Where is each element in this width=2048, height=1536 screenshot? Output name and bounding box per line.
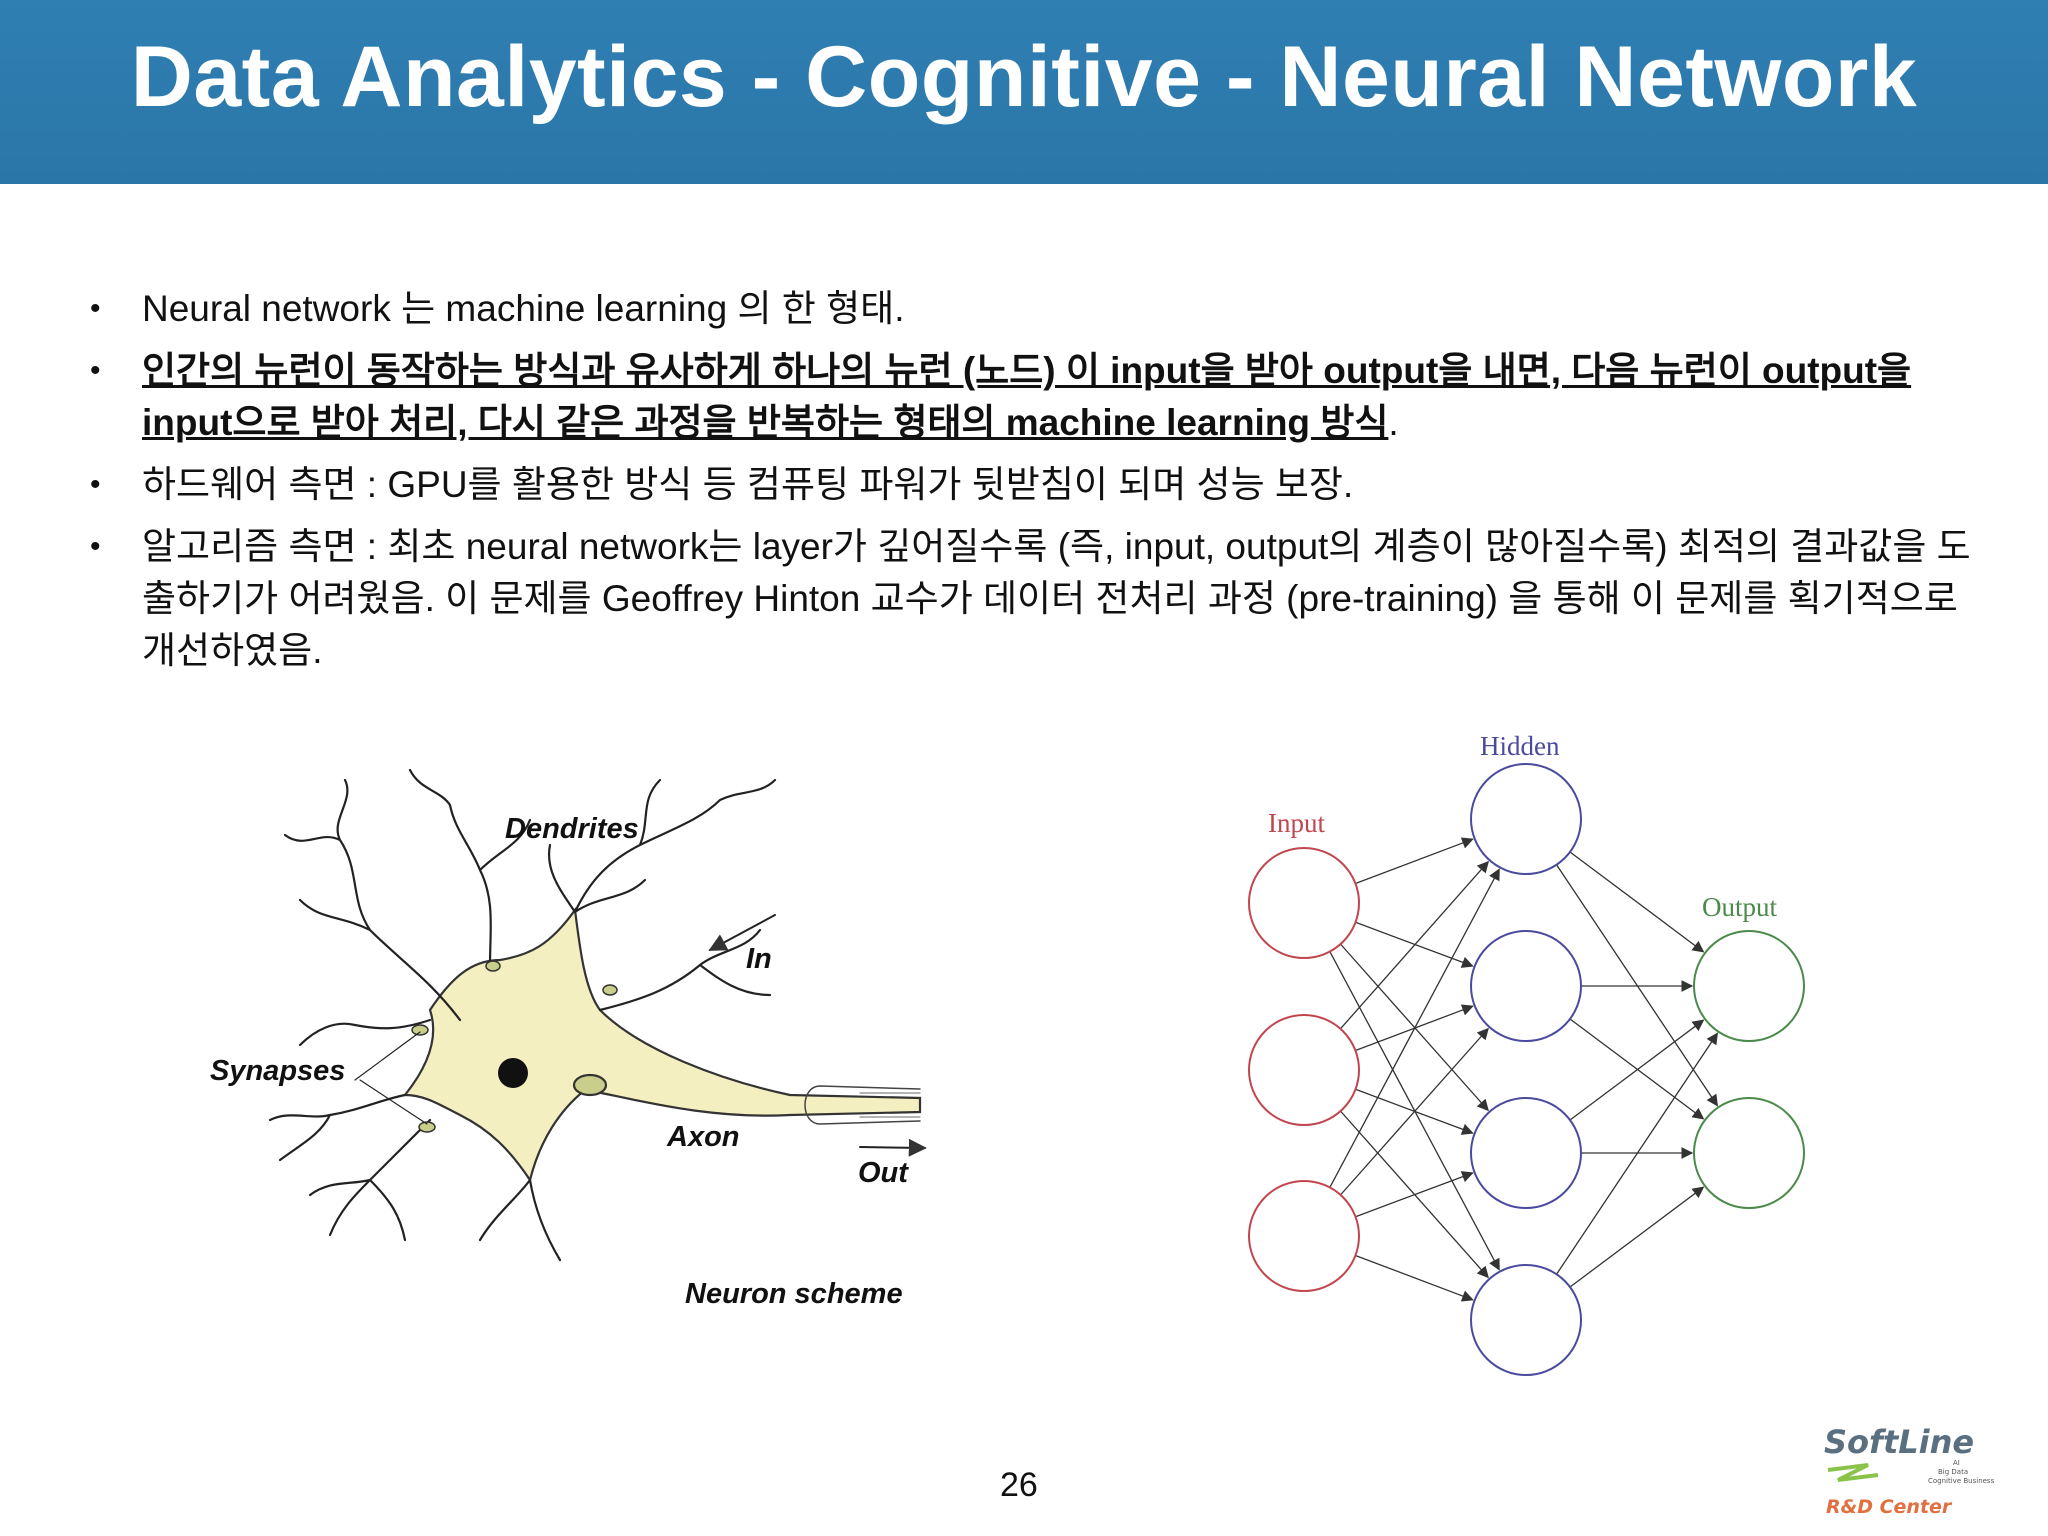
nucleus bbox=[498, 1058, 528, 1088]
bullet-marker: • bbox=[90, 354, 101, 387]
network-connection bbox=[1339, 860, 1490, 1030]
network-connection bbox=[1569, 1018, 1705, 1120]
network-connection bbox=[1340, 943, 1489, 1112]
neuron-diagram bbox=[268, 768, 927, 1262]
softline-logo: SoftLine AI Big Data Cognitive Business … bbox=[1824, 1423, 1995, 1518]
figures: Dendrites In Synapses Axon Out Neuron sc… bbox=[210, 731, 1805, 1376]
bullet-item: • 알고리즘 측면 : 최초 neural network는 layer가 깊어… bbox=[90, 521, 1990, 677]
hidden-node bbox=[1470, 1097, 1582, 1209]
network-connection bbox=[1555, 864, 1718, 1107]
page-number: 26 bbox=[1000, 1466, 1038, 1504]
logo-center: R&D Center bbox=[1826, 1496, 1953, 1518]
cell-body bbox=[402, 907, 922, 1183]
network-connection bbox=[1555, 1032, 1718, 1275]
network-connection bbox=[1355, 1254, 1474, 1302]
neuron-caption: Neuron scheme bbox=[685, 1278, 903, 1310]
out-arrow bbox=[859, 1138, 927, 1157]
hidden-layer-label: Hidden bbox=[1480, 731, 1560, 761]
bullet-marker: • bbox=[90, 530, 101, 563]
bullet-marker: • bbox=[90, 468, 101, 501]
output-layer-label: Output bbox=[1702, 892, 1778, 922]
bullet-item: • 인간의 뉴런이 동작하는 방식과 유사하게 하나의 뉴런 (노드) 이 in… bbox=[90, 345, 1990, 449]
bullet-text: 하드웨어 측면 : GPU를 활용한 방식 등 컴퓨팅 파워가 뒷받침이 되며 … bbox=[142, 464, 1354, 505]
input-node bbox=[1248, 847, 1360, 959]
bullet-text: 알고리즘 측면 : 최초 neural network는 layer가 깊어질수… bbox=[142, 526, 1971, 671]
in-label: In bbox=[746, 943, 772, 975]
bullet-text: Neural network 는 machine learning 의 한 형태… bbox=[142, 288, 905, 329]
output-node bbox=[1693, 1097, 1805, 1209]
network-connection bbox=[1569, 1019, 1705, 1121]
svg-text:Big Data: Big Data bbox=[1938, 1468, 1968, 1476]
bullet-list: • Neural network 는 machine learning 의 한 … bbox=[90, 283, 1990, 687]
network-connection bbox=[1355, 837, 1474, 885]
svg-text:Cognitive Business: Cognitive Business bbox=[1928, 1477, 1995, 1485]
input-node bbox=[1248, 1014, 1360, 1126]
output-node bbox=[1693, 930, 1805, 1042]
bullet-item: • Neural network 는 machine learning 의 한 … bbox=[90, 283, 1990, 335]
hidden-node bbox=[1470, 1264, 1582, 1376]
network-connection bbox=[1355, 1171, 1474, 1218]
network-connection bbox=[1569, 851, 1705, 953]
synapses-label: Synapses bbox=[210, 1055, 345, 1087]
network-connection bbox=[1340, 1027, 1489, 1196]
svg-text:AI: AI bbox=[1953, 1459, 1960, 1467]
bullet-item: • 하드웨어 측면 : GPU를 활용한 방식 등 컴퓨팅 파워가 뒷받침이 되… bbox=[90, 459, 1990, 511]
network-connection bbox=[1329, 868, 1500, 1188]
input-layer-label: Input bbox=[1268, 808, 1325, 838]
axon-label: Axon bbox=[666, 1121, 740, 1153]
hidden-node bbox=[1470, 930, 1582, 1042]
dendrites-label: Dendrites bbox=[505, 813, 639, 845]
network-connection bbox=[1355, 921, 1474, 968]
out-label: Out bbox=[858, 1157, 909, 1189]
network-connection bbox=[1569, 1186, 1705, 1288]
bullet-marker: • bbox=[90, 292, 101, 325]
title-bar: Data Analytics - Cognitive - Neural Netw… bbox=[0, 0, 2048, 184]
input-node bbox=[1248, 1180, 1360, 1292]
bullet-text: 인간의 뉴런이 동작하는 방식과 유사하게 하나의 뉴런 (노드) 이 inpu… bbox=[142, 350, 1912, 443]
in-arrow bbox=[708, 914, 776, 951]
logo-brand: SoftLine bbox=[1824, 1423, 1974, 1461]
hidden-node bbox=[1470, 763, 1582, 875]
bullet-text-period: . bbox=[1388, 402, 1399, 443]
slide-title: Data Analytics - Cognitive - Neural Netw… bbox=[130, 29, 1918, 125]
network-diagram: Input Hidden Output bbox=[1248, 731, 1805, 1376]
